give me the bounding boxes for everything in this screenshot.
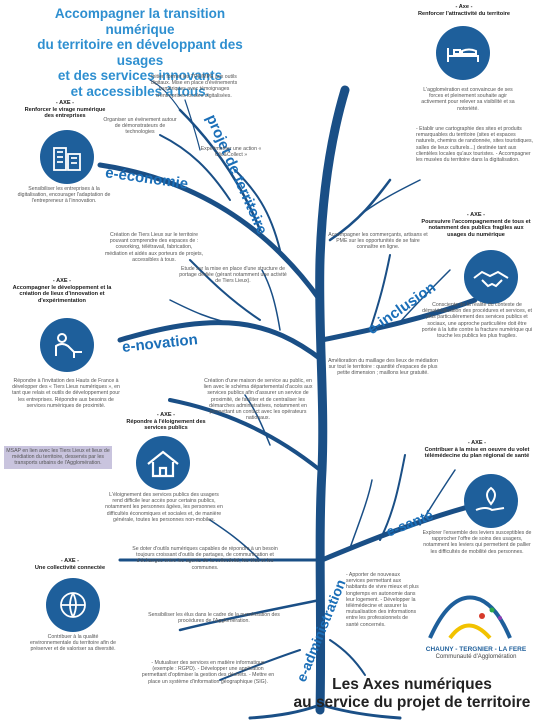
axe-tourisme-desc: L'agglomération est convaincue de ses fo… [421,87,515,112]
title-line-4: et accessibles à tous. [70,83,210,99]
leaf-outils: Se doter d'outils numériques capables de… [132,546,278,571]
branch-economie [97,162,323,303]
logo-subtitle: Communauté d'Agglomération [435,654,517,660]
leaf-structure: Etude sur la mise en place d'une structu… [179,266,287,285]
axe-collectivite-desc: Contribuer à la qualité environnementale… [30,634,116,653]
leaf-elus: Sensibiliser les élus dans le cadre de l… [148,612,280,625]
axe-entreprises-title: - AXE - Renforcer le virage numérique de… [24,100,106,120]
leaf-initier: Initier, former les TPE/MPE aux outils d… [150,74,238,99]
axe-inclusion-title: - AXE - Poursuivre l'accompagnement de t… [421,212,531,238]
leaf-cartographie: - Etablir une cartographie des sites et … [416,126,534,164]
leaf-maillage: Amélioration du maillage des lieux de mé… [328,358,438,377]
tree-trunk [315,85,350,715]
axe-services-publics-desc: L'éloignement des services publics des u… [105,492,223,523]
axe-inclusion-desc: Consciente de la réalité du contexte de … [421,302,533,340]
leaf-commercants: Accompagner les commerçants, artisans et… [328,232,428,251]
bed-icon [436,26,490,80]
hand-leaf-icon [464,474,518,528]
axe-sante-title: - AXE - Contribuer à la mise en oeuvre d… [424,440,530,460]
logo-name: CHAUNY - TERGNIER - LA FERE [425,646,527,653]
leaf-clic: Expérimenter une action « Clic&Collect » [200,146,262,159]
bottom-title-line-2: au service du projet de territoire [293,694,531,711]
person-desk-icon [40,318,94,372]
handshake-icon [464,250,518,304]
leaf-msap: MSAP en lien avec les Tiers Lieux et lie… [4,446,112,469]
bottom-title: Les Axes numériques au service du projet… [290,676,534,712]
main-title: Accompagner la transition numérique du t… [20,6,260,99]
axe-services-publics-title: - AXE - Répondre à l'éloignement des ser… [126,412,206,432]
globe-icon [46,578,100,632]
title-line-3: et des services innovants [57,68,223,83]
leaf-maison: Création d'une maison de service au publ… [203,378,313,422]
axe-innovation-title: - AXE - Accompagner le développement et … [12,278,112,304]
title-line-1: Accompagner la transition numérique [54,6,226,37]
branch-novation [117,320,325,363]
branch-sante [319,502,478,563]
agglomeration-logo [420,588,520,644]
axe-innovation-desc: Répondre à l'invitation des Hauts de Fra… [12,378,120,409]
logo-mark-icon [428,595,512,640]
axe-entreprises-desc: Sensibiliser les entreprises à la digita… [17,186,111,205]
leaf-nouveaux: - Apporter de nouveaux services permetta… [346,572,419,628]
leaf-demonstrateurs: Organiser un événement autour de démonst… [103,117,177,136]
axe-sante-desc: Explorer l'ensemble des leviers suscepti… [422,530,532,555]
leaf-tiers-lieux: Création de Tiers Lieux sur le territoir… [104,232,204,263]
building-icon [40,130,94,184]
title-line-2: du territoire en développant des usages [37,37,243,68]
axe-tourisme-title: - Axe - Renforcer l'attractivité du terr… [417,4,511,17]
house-icon [136,436,190,490]
branch-inclusion [319,297,478,343]
axe-collectivite-title: - AXE - Une collectivité connectée [34,558,106,571]
branch-administration [168,398,322,472]
bottom-title-line-1: Les Axes numériques [332,676,492,693]
leaf-mutualiser: - Mutualiser des services en matière inf… [141,660,275,685]
